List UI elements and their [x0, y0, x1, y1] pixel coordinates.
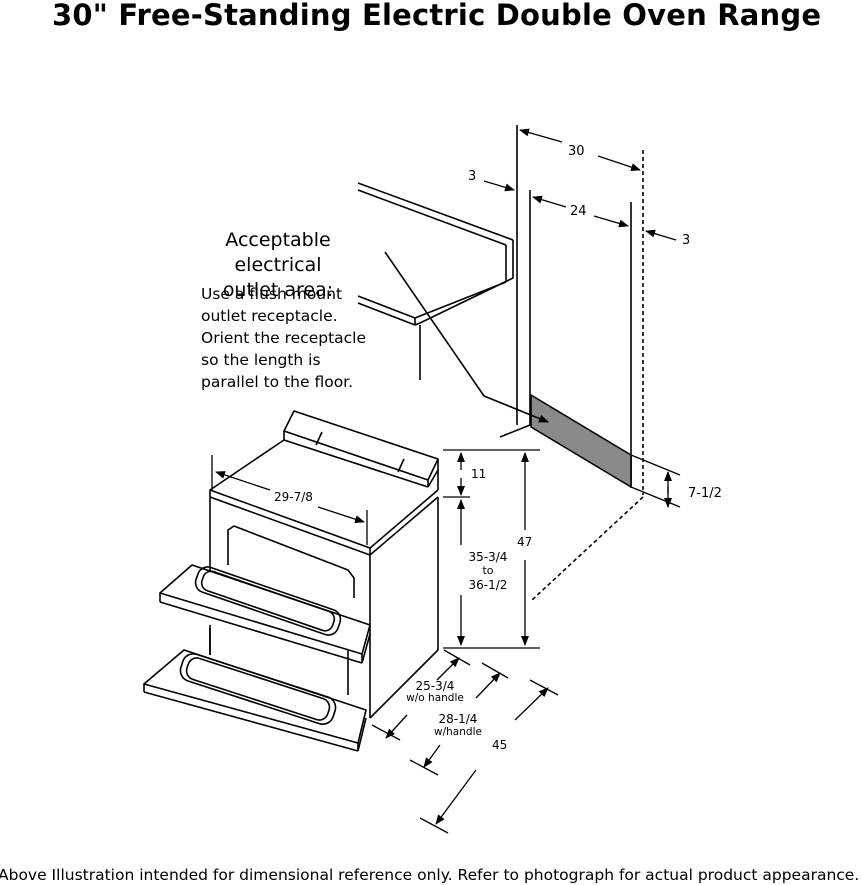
dim-depth-handle: 28-1/4 w/handle [426, 713, 490, 739]
dim-cooktop-height-max: 36-1/2 [468, 578, 508, 592]
dim-cooktop-height: 35-3/4 to 36-1/2 [466, 550, 510, 592]
callout-heading-line2: outlet area: [222, 279, 334, 301]
page-title: 30" Free-Standing Electric Double Oven R… [52, 0, 822, 32]
callout-body-line: Use a flush mount [201, 285, 343, 303]
callout-heading-line1: Acceptable electrical [225, 229, 331, 276]
callout-body: Use a flush mount outlet receptacle. Ori… [201, 283, 366, 393]
dim-backguard-height: 11 [471, 467, 487, 481]
callout-body-line: parallel to the floor. [201, 373, 354, 391]
counter-outline [357, 182, 514, 380]
dim-side-clearance-right: 3 [682, 233, 691, 248]
outlet-area [530, 394, 632, 488]
dim-total-height: 47 [517, 535, 533, 549]
callout-leader [384, 251, 485, 397]
dim-outlet-width: 24 [570, 204, 587, 219]
dim-depth-no-handle: 25-3/4 w/o handle [400, 680, 470, 704]
floor-line [531, 496, 644, 601]
dim-outlet-height: 7-1/2 [688, 486, 722, 501]
dim-depth-no-handle-note: w/o handle [406, 692, 464, 704]
range-illustration [143, 410, 439, 752]
dim-depth-door-open: 45 [492, 738, 508, 752]
dim-depth-no-handle-value: 25-3/4 [415, 679, 455, 693]
footnote: Above Illustration intended for dimensio… [0, 866, 860, 884]
dim-range-width: 29-7/8 [274, 490, 313, 504]
wall-outline [499, 125, 644, 495]
dim-cooktop-height-min: 35-3/4 [468, 550, 508, 564]
dim-depth-handle-note: w/handle [434, 726, 482, 738]
dim-side-clearance-left: 3 [468, 169, 477, 184]
callout-body-line: Orient the receptacle [201, 329, 367, 347]
callout-heading: Acceptable electrical outlet area: [180, 228, 376, 303]
callout-body-line: so the length is [201, 351, 321, 369]
dim-total-width: 30 [568, 144, 585, 159]
dim-cooktop-height-to: to [482, 564, 494, 577]
dimension-lines [211, 128, 681, 834]
callout-body-line: outlet receptacle. [201, 307, 338, 325]
dim-depth-handle-value: 28-1/4 [438, 712, 478, 726]
